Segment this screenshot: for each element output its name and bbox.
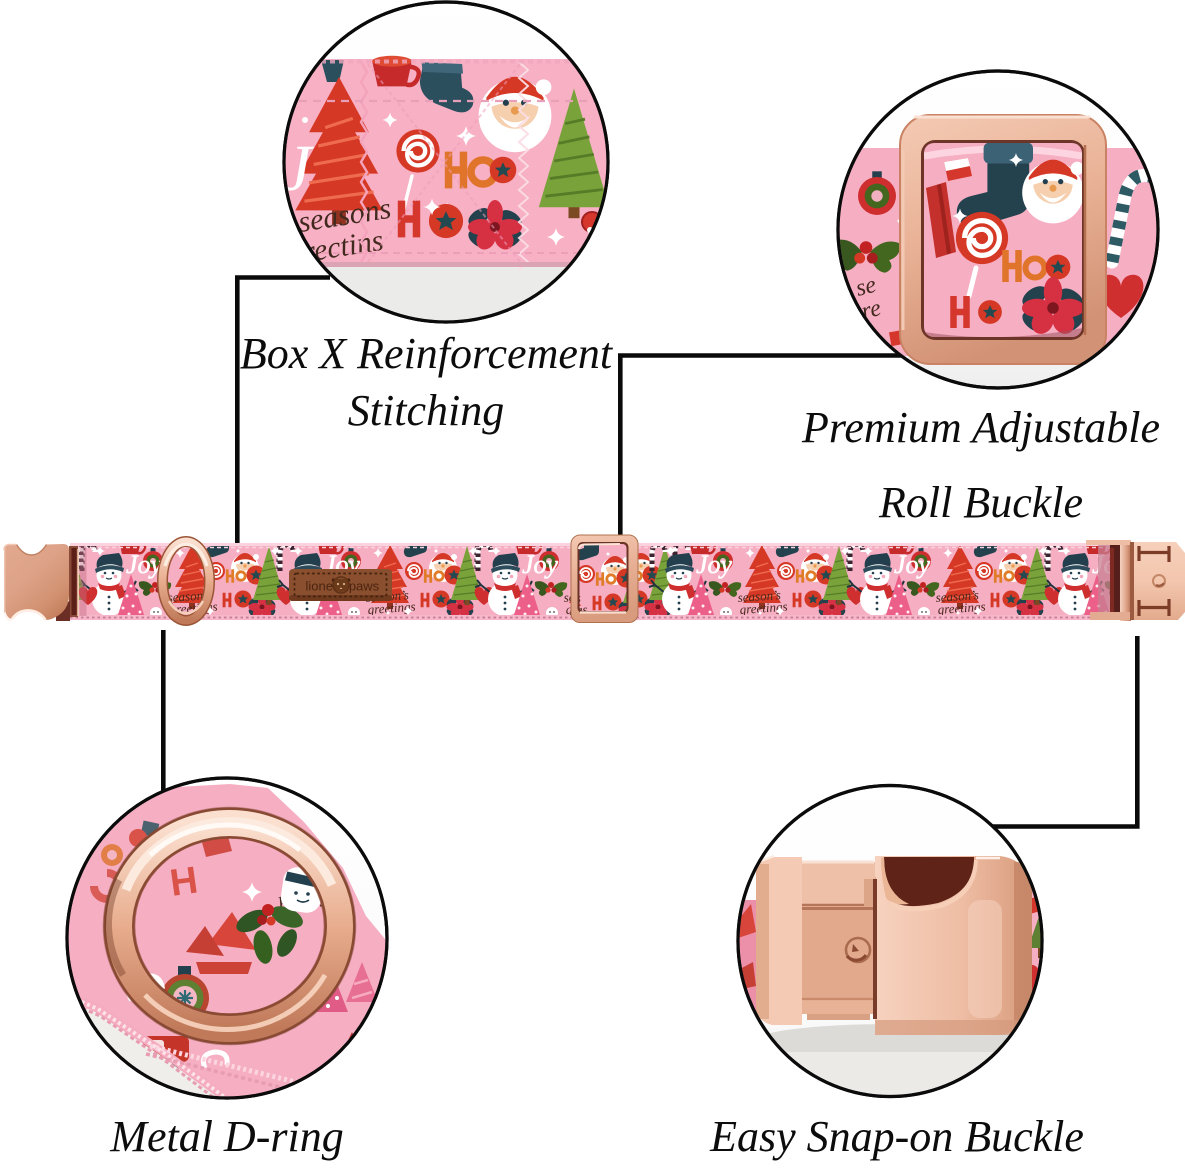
svg-text:Roll Buckle: Roll Buckle [878,478,1083,527]
svg-text:lionet: lionet [305,579,336,594]
svg-text:J: J [282,132,314,205]
svg-text:Easy Snap-on Buckle: Easy Snap-on Buckle [709,1112,1084,1161]
svg-text:Stitching: Stitching [348,386,504,435]
svg-text:Premium Adjustable: Premium Adjustable [801,403,1160,452]
svg-text:paws: paws [349,579,380,594]
svg-text:Metal D-ring: Metal D-ring [109,1112,343,1161]
svg-text:Box X Reinforcement: Box X Reinforcement [240,329,614,378]
svg-text:H: H [167,860,200,905]
